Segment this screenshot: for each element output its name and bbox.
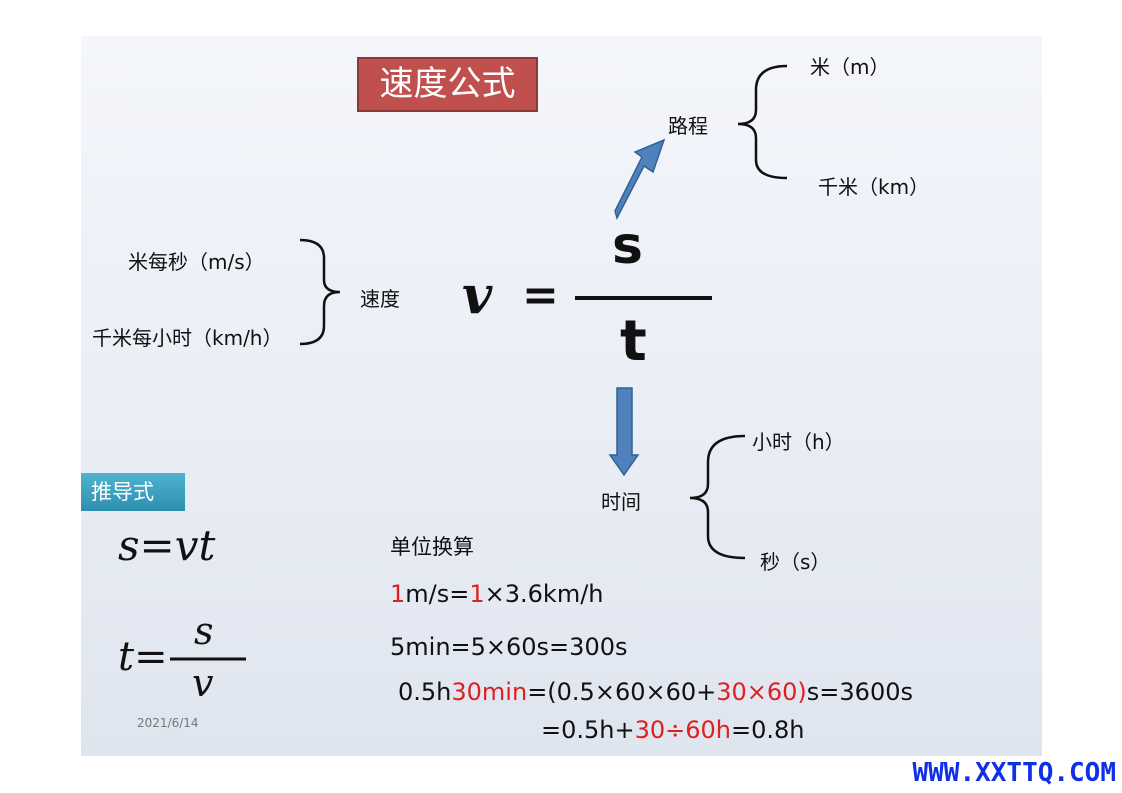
conversion-line-4-part-3: ÷ [665, 716, 686, 744]
conversion-line-1-part-3: 1 [469, 580, 485, 608]
derived-formula-t-left: t= [118, 634, 168, 680]
conversion-line-4-part-2: 30 [634, 716, 666, 744]
speed-label: 速度 [360, 287, 400, 311]
conversion-line-1-part-4: ×3.6km/h [484, 580, 604, 608]
conversion-line-3: 0.5h30min=(0.5×60×60+30×60)s=3600s [398, 678, 913, 706]
formula-equals: = [522, 270, 559, 321]
conversion-line-4-part-1: =0.5h+ [541, 716, 635, 744]
slide-background [81, 36, 1042, 756]
formula-v: v [462, 265, 493, 326]
watermark-link[interactable]: WWW.XXTTQ.COM [912, 758, 1117, 788]
conversion-line-1-part-2: m/s= [405, 580, 470, 608]
conversion-line-3-part-2: 30min [451, 678, 528, 706]
distance-unit-km: 千米（km） [818, 175, 930, 199]
conversion-line-2: 5min=5×60s=300s [390, 633, 628, 661]
conversion-line-3-part-5: × [746, 678, 767, 706]
distance-bracket [737, 64, 788, 180]
time-unit-s: 秒（s） [760, 550, 831, 574]
speed-unit-mps: 米每秒（m/s） [128, 250, 265, 274]
time-label: 时间 [601, 490, 641, 514]
slide-date: 2021/6/14 [137, 716, 199, 730]
time-unit-h: 小时（h） [752, 430, 845, 454]
derived-formula-s: s=vt [118, 521, 216, 570]
conversion-line-4: =0.5h+30÷60h=0.8h [541, 716, 805, 744]
conversion-line-1: 1m/s=1×3.6km/h [390, 580, 604, 608]
conversion-line-3-part-7: s=3600s [806, 678, 913, 706]
conversion-line-3-part-6: 60) [766, 678, 807, 706]
derived-formula-tag: 推导式 [81, 473, 185, 511]
time-bracket [689, 434, 746, 560]
conversion-line-3-part-1: 0.5h [398, 678, 452, 706]
arrow-down-to-time [608, 387, 640, 477]
derived-formula-t-denominator: v [192, 661, 214, 705]
conversion-line-3-part-3: =(0.5×60×60+ [527, 678, 717, 706]
distance-unit-m: 米（m） [810, 55, 890, 79]
conversion-line-1-part-1: 1 [390, 580, 406, 608]
speed-unit-kmh: 千米每小时（km/h） [92, 326, 283, 350]
distance-label: 路程 [668, 114, 708, 138]
conversion-line-4-part-4: 60h [685, 716, 732, 744]
formula-numerator-s: s [612, 216, 643, 276]
formula-denominator-t: t [620, 309, 647, 374]
derived-formula-t-numerator: s [194, 609, 214, 653]
conversion-line-4-part-5: =0.8h [731, 716, 805, 744]
arrow-up-to-distance [614, 138, 666, 221]
conversion-line-3-part-4: 30 [716, 678, 747, 706]
speed-bracket [299, 238, 341, 346]
slide-title: 速度公式 [357, 57, 538, 112]
conversion-heading: 单位换算 [390, 535, 474, 559]
